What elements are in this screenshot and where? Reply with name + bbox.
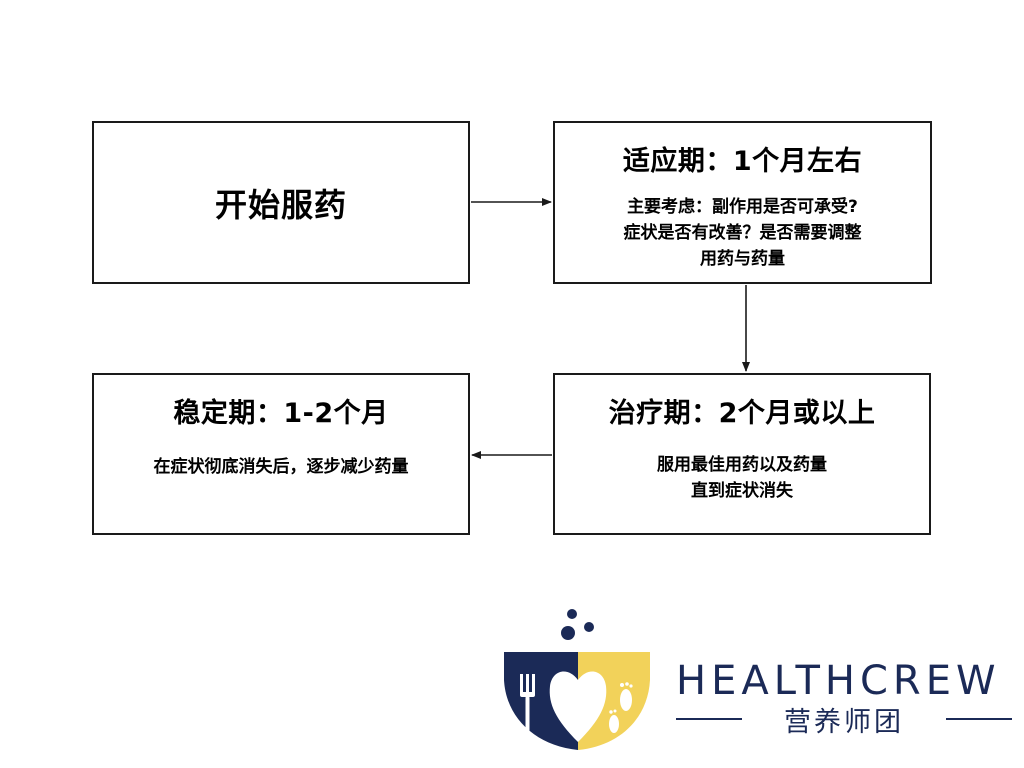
stable-phase-description: 在症状彻底消失后，逐步减少药量	[111, 454, 451, 480]
fork-icon	[520, 674, 535, 732]
adaptation-line-3: 用药与药量	[700, 249, 785, 269]
stable-line-1: 在症状彻底消失后，逐步减少药量	[153, 457, 409, 477]
stable-phase-box: 稳定期：1-2个月 在症状彻底消失后，逐步减少药量	[92, 373, 470, 535]
bubbles-icon	[561, 609, 594, 640]
start-medication-box: 开始服药	[92, 121, 470, 284]
brand-name-cn-row: 营养师团	[676, 704, 1012, 738]
adaptation-phase-title: 适应期：1个月左右	[622, 146, 863, 177]
treatment-line-1: 服用最佳用药以及药量	[657, 455, 827, 475]
adaptation-phase-box: 适应期：1个月左右 主要考虑：副作用是否可承受? 症状是否有改善？是否需要调整 …	[553, 121, 932, 284]
stable-phase-title: 稳定期：1-2个月	[173, 398, 389, 429]
heart-icon	[549, 671, 607, 742]
treatment-line-2: 直到症状消失	[691, 481, 793, 501]
footprint-icon	[609, 682, 633, 733]
adaptation-line-1: 主要考虑：副作用是否可承受?	[627, 197, 858, 217]
start-medication-label: 开始服药	[214, 185, 347, 224]
brand-divider-left	[676, 718, 742, 720]
adaptation-line-2: 症状是否有改善？是否需要调整	[623, 223, 862, 243]
brand-name-en: HEALTHCREW	[676, 658, 1001, 704]
treatment-phase-description: 服用最佳用药以及药量 直到症状消失	[592, 452, 892, 504]
adaptation-phase-description: 主要考虑：副作用是否可承受? 症状是否有改善？是否需要调整 用药与药量	[593, 194, 893, 272]
brand-divider-right	[946, 718, 1012, 720]
treatment-phase-box: 治疗期：2个月或以上 服用最佳用药以及药量 直到症状消失	[553, 373, 931, 535]
treatment-phase-title: 治疗期：2个月或以上	[608, 398, 876, 429]
brand-name-cn: 营养师团	[784, 706, 904, 738]
healthcrew-logo-mark	[504, 609, 650, 750]
